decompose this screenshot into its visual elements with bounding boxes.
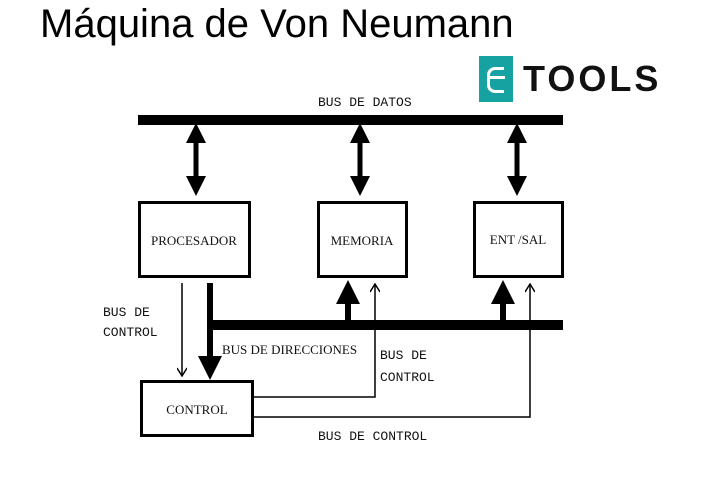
data-bus-label: BUS DE DATOS [318,95,412,110]
left-control-bus-label-2: CONTROL [103,325,158,340]
bottom-control-bus-label: BUS DE CONTROL [318,429,427,444]
processor-label: PROCESADOR [151,233,237,248]
address-bus [207,320,563,330]
slide-title: Máquina de Von Neumann [40,2,514,46]
logo-e-icon [479,56,513,102]
processor-box [138,201,251,278]
address-bus-label: BUS DE DIRECCIONES [222,342,357,357]
memory-box [317,201,408,278]
memory-control-line [253,284,375,398]
data-bus [138,115,563,125]
control-label: CONTROL [166,402,227,417]
mid-control-bus-label-1: BUS DE [380,348,427,363]
etools-logo: TOOLS [479,56,669,104]
io-box [473,201,564,278]
left-control-bus-label-1: BUS DE [103,305,150,320]
control-box [140,380,254,437]
io-control-line [253,284,530,418]
io-label: ENT /SAL [490,232,547,247]
mid-control-bus-label-2: CONTROL [380,370,435,385]
data-bus-arrows [186,123,527,196]
logo-text: TOOLS [523,58,662,99]
memory-label: MEMORIA [331,233,394,248]
